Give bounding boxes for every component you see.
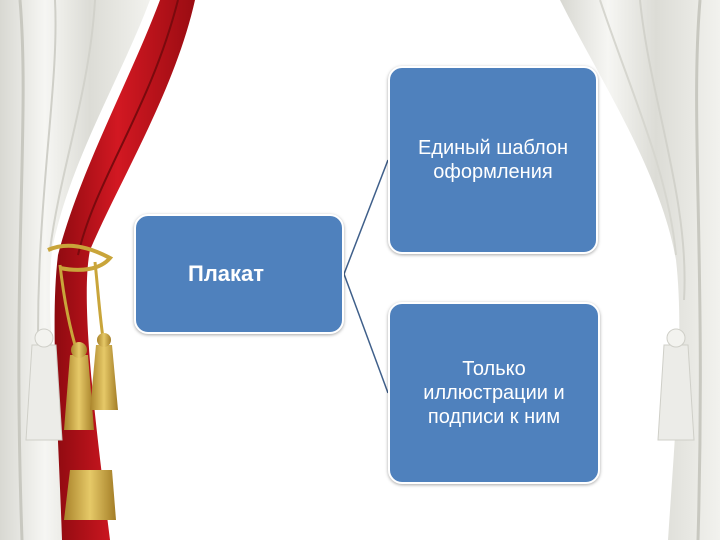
root-node-label: Плакат xyxy=(188,260,265,286)
gold-tassel-left xyxy=(64,355,94,430)
child-node-2-label: Только иллюстрации и подписи к ним xyxy=(423,358,565,428)
white-tassel-right xyxy=(657,344,695,441)
diagram-child-node-1: Единый шаблон оформления xyxy=(388,66,598,254)
child-node-1-label: Единый шаблон оформления xyxy=(417,137,569,183)
gold-fringe xyxy=(64,470,116,520)
gold-tassel-right xyxy=(90,345,118,410)
tassel-rope xyxy=(47,243,114,272)
diagram-root-node: Плакат xyxy=(134,214,344,334)
diagram-child-node-2: Только иллюстрации и подписи к ним xyxy=(388,302,600,484)
white-tassel-left xyxy=(25,344,63,441)
